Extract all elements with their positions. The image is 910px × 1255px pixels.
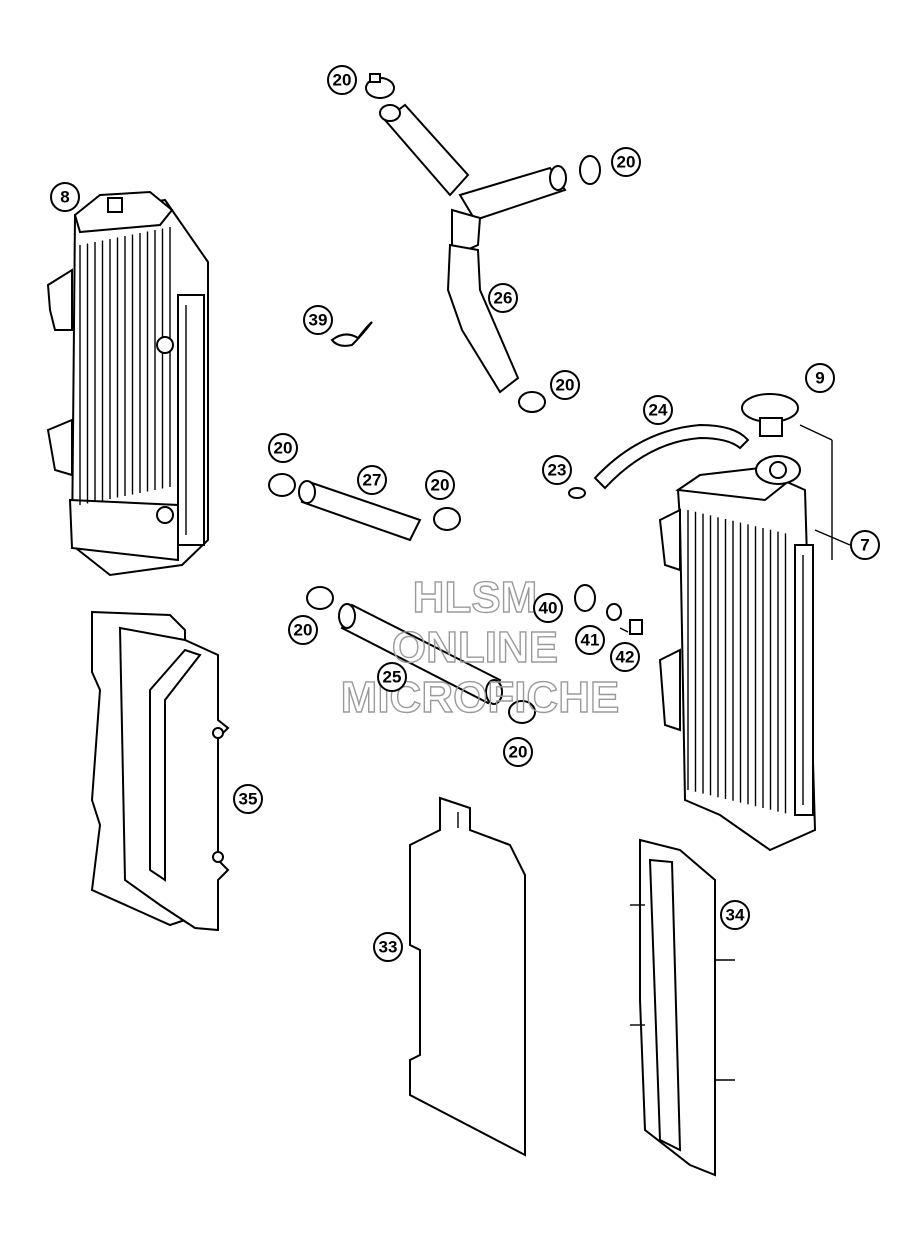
svg-text:42: 42	[616, 648, 635, 667]
callout-27[interactable]: 27	[357, 465, 387, 495]
svg-text:39: 39	[309, 311, 328, 330]
callout-35[interactable]: 35	[233, 784, 263, 814]
screw[interactable]	[619, 619, 643, 635]
hose-clip-23[interactable]	[568, 487, 586, 499]
svg-text:25: 25	[383, 668, 402, 687]
svg-text:24: 24	[649, 401, 668, 420]
callout-8[interactable]: 8	[50, 182, 80, 212]
hose-clamp-right-top[interactable]	[579, 155, 601, 185]
callout-39[interactable]: 39	[303, 305, 333, 335]
right-radiator[interactable]	[658, 424, 851, 852]
svg-text:20: 20	[556, 376, 575, 395]
svg-text:35: 35	[239, 790, 258, 809]
callout-41[interactable]: 41	[575, 625, 605, 655]
hose-clamp-top[interactable]	[365, 73, 395, 99]
watermark-line-1: HLSM	[413, 573, 538, 622]
hose-clamp-lower-left[interactable]	[306, 586, 334, 610]
callout-9[interactable]: 9	[805, 363, 835, 393]
svg-text:8: 8	[60, 188, 69, 207]
svg-text:7: 7	[860, 536, 869, 555]
callout-33[interactable]: 33	[373, 932, 403, 962]
left-radiator-shroud[interactable]	[90, 610, 230, 932]
callout-24[interactable]: 24	[643, 395, 673, 425]
radiator-cap[interactable]	[741, 393, 799, 437]
hose-27[interactable]	[298, 480, 422, 542]
svg-text:9: 9	[815, 369, 824, 388]
watermark-line-2: ONLINE	[392, 623, 558, 672]
svg-text:23: 23	[548, 461, 567, 480]
callout-20[interactable]: 20	[503, 737, 533, 767]
radiator-guard-33[interactable]	[409, 796, 526, 1157]
callout-20[interactable]: 20	[327, 65, 357, 95]
svg-text:20: 20	[294, 621, 313, 640]
hose-clamp-mid-right[interactable]	[433, 507, 461, 531]
svg-text:33: 33	[379, 938, 398, 957]
svg-text:41: 41	[581, 631, 600, 650]
callout-25[interactable]: 25	[377, 662, 407, 692]
grommet[interactable]	[574, 584, 596, 612]
radiator-guard-34[interactable]	[630, 838, 735, 1177]
callout-7[interactable]: 7	[850, 530, 880, 560]
watermark: HLSM ONLINE MICROFICHE	[340, 572, 620, 722]
callout-34[interactable]: 34	[720, 900, 750, 930]
svg-text:34: 34	[726, 906, 745, 925]
callout-26[interactable]: 26	[488, 283, 518, 313]
callout-23[interactable]: 23	[542, 455, 572, 485]
callout-20[interactable]: 20	[288, 615, 318, 645]
svg-text:20: 20	[509, 743, 528, 762]
upper-y-hose[interactable]	[379, 103, 567, 394]
svg-text:40: 40	[539, 599, 558, 618]
callout-20[interactable]: 20	[425, 470, 455, 500]
callout-40[interactable]: 40	[533, 593, 563, 623]
hose-clamp-lower-right[interactable]	[508, 700, 536, 724]
callout-42[interactable]: 42	[610, 642, 640, 672]
left-radiator[interactable]	[46, 190, 209, 577]
hose-clamp-26-end[interactable]	[518, 391, 546, 413]
spring-clip[interactable]	[330, 321, 373, 347]
washer[interactable]	[606, 603, 622, 621]
overflow-hose[interactable]	[593, 423, 750, 490]
callout-20[interactable]: 20	[268, 433, 298, 463]
hose-clamp-mid-left[interactable]	[268, 473, 296, 497]
svg-text:20: 20	[274, 439, 293, 458]
svg-text:20: 20	[333, 71, 352, 90]
svg-text:26: 26	[494, 289, 513, 308]
svg-text:20: 20	[431, 476, 450, 495]
svg-text:20: 20	[617, 153, 636, 172]
callout-20[interactable]: 20	[611, 147, 641, 177]
callout-20[interactable]: 20	[550, 370, 580, 400]
hose-25[interactable]	[338, 603, 503, 705]
svg-text:27: 27	[363, 471, 382, 490]
